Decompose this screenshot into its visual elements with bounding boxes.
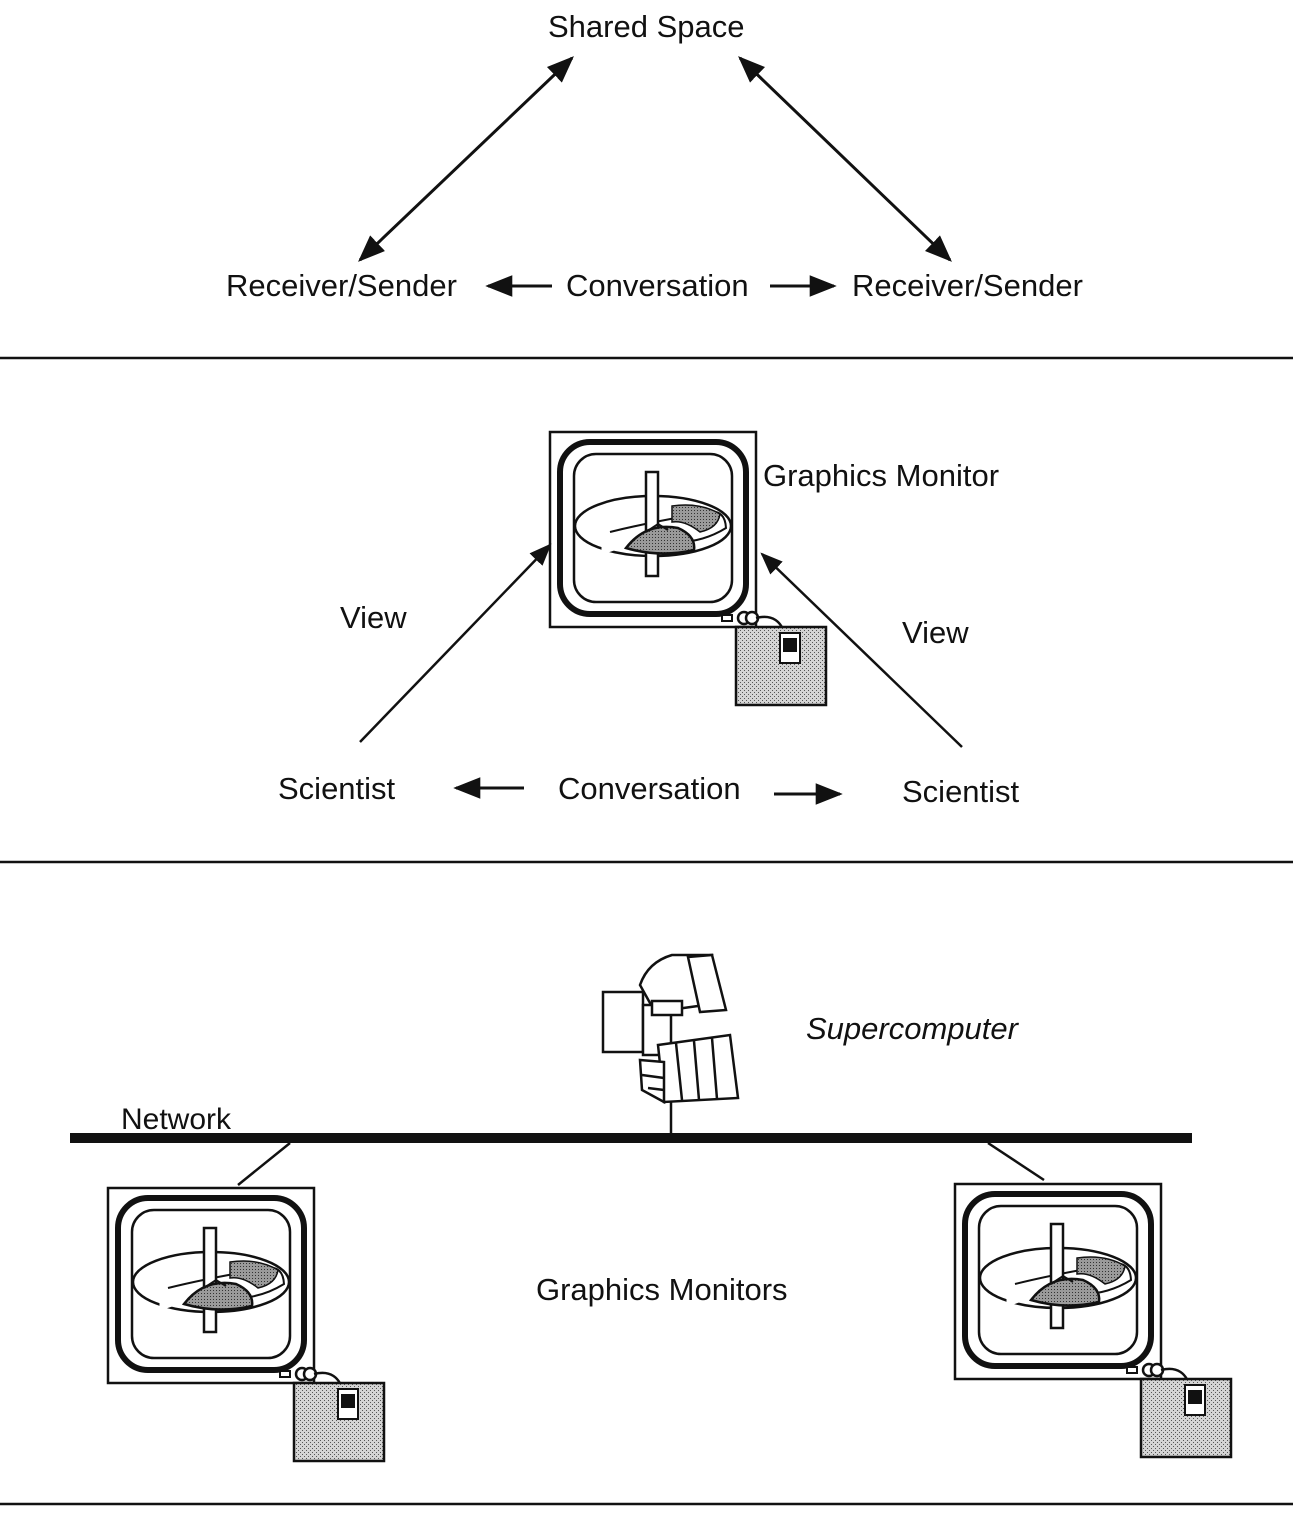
conversation-label-1: Conversation xyxy=(566,268,749,303)
receiver-sender-right-label: Receiver/Sender xyxy=(852,268,1083,303)
supercomputer-label: Supercomputer xyxy=(806,1011,1018,1046)
arrow-view-left xyxy=(359,543,552,743)
link-right-monitor xyxy=(987,1141,1045,1182)
graphics-monitors-label: Graphics Monitors xyxy=(536,1272,788,1307)
link-left-monitor xyxy=(237,1142,291,1186)
arrow-shared-right xyxy=(738,56,952,262)
graphics-monitor-label: Graphics Monitor xyxy=(763,458,1000,493)
scientist-right-label: Scientist xyxy=(902,774,1020,809)
shared-space-label: Shared Space xyxy=(548,9,745,44)
network-label: Network xyxy=(121,1103,232,1136)
graphics-monitor-right-icon xyxy=(955,1184,1231,1457)
conversation-label-2: Conversation xyxy=(558,771,741,806)
scientist-left-label: Scientist xyxy=(278,771,396,806)
supercomputer-icon xyxy=(601,953,740,1137)
graphics-monitor-left-icon xyxy=(108,1188,384,1461)
view-left-label: View xyxy=(340,600,407,635)
arrow-view-right xyxy=(760,552,963,748)
view-right-label: View xyxy=(902,615,969,650)
network-line xyxy=(70,1133,1192,1143)
arrow-shared-left xyxy=(358,56,574,262)
receiver-sender-left-label: Receiver/Sender xyxy=(226,268,457,303)
